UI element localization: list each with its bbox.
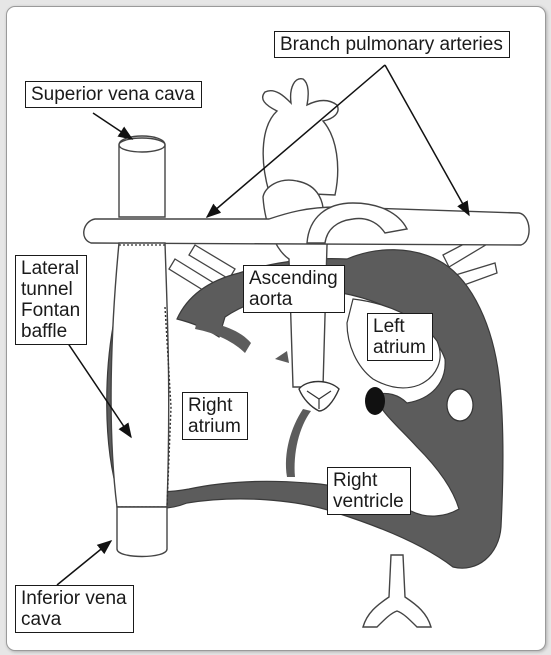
label-inferior-vena-cava: Inferior vena cava — [15, 585, 134, 633]
atrial-notch — [275, 351, 289, 363]
crista — [195, 321, 251, 353]
ventricle-opening-dark — [365, 387, 385, 415]
label-ascending-aorta: Ascending aorta — [243, 265, 345, 313]
lateral-tunnel-baffle — [111, 243, 169, 507]
label-left-atrium: Left atrium — [367, 313, 433, 361]
label-right-atrium: Right atrium — [182, 392, 248, 440]
arrow-branch-pa-right — [385, 65, 469, 215]
arrow-ivc — [57, 541, 111, 585]
figure-frame: Branch pulmonary arteries Superior vena … — [6, 6, 546, 651]
label-lateral-tunnel-fontan-baffle: Lateral tunnel Fontan baffle — [15, 255, 87, 345]
svc-top — [119, 138, 165, 152]
arrow-svc — [93, 113, 132, 139]
ventricle-opening-light — [447, 389, 473, 421]
inferior-vena-cava — [117, 507, 167, 557]
label-right-ventricle: Right ventricle — [327, 467, 411, 515]
descending-vessel — [363, 555, 431, 627]
septum-wisp — [286, 409, 311, 477]
label-superior-vena-cava: Superior vena cava — [25, 81, 202, 108]
label-branch-pulmonary-arteries: Branch pulmonary arteries — [274, 31, 510, 58]
